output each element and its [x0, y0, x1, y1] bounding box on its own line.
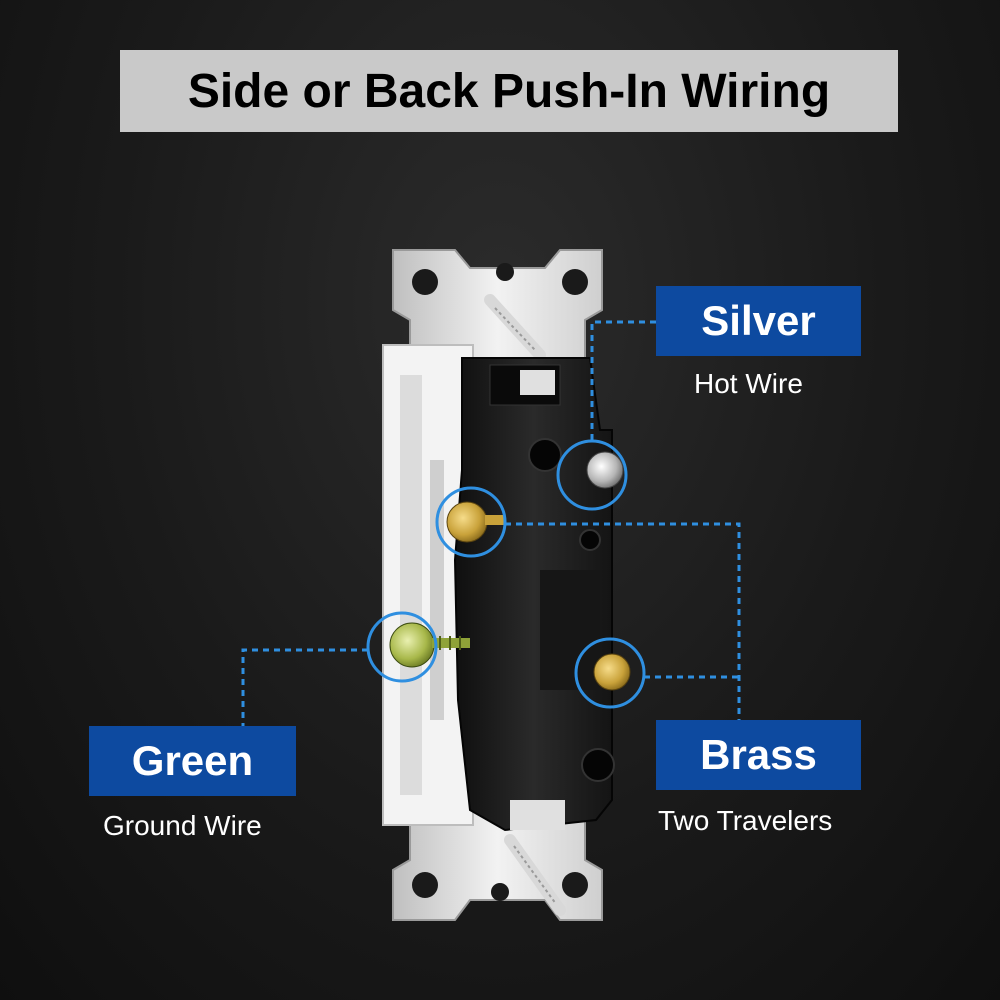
- silver-label: Silver: [656, 286, 861, 356]
- brass-terminal-screw-upper-icon: [446, 501, 488, 543]
- brass-label: Brass: [656, 720, 861, 790]
- mounting-screw-bottom: [504, 834, 566, 916]
- green-label: Green: [89, 726, 296, 796]
- ground-callout-circle: [366, 611, 438, 683]
- mounting-screw-top: [484, 294, 546, 361]
- silver-description: Hot Wire: [694, 368, 803, 399]
- brass-lower-callout-circle: [574, 637, 646, 709]
- switch-body: [453, 357, 615, 832]
- brass-description: Two Travelers: [658, 805, 833, 836]
- silver-leader-line: [590, 320, 656, 441]
- ground-leader-line: [241, 648, 368, 726]
- ground-screw-threads: [432, 636, 470, 650]
- brass-terminal-screw-lower-icon: [593, 653, 631, 691]
- title-banner: Side or Back Push-In Wiring: [120, 50, 898, 132]
- brass-leader-line-upper: [505, 522, 741, 720]
- page-title: Side or Back Push-In Wiring: [187, 64, 831, 118]
- silver-terminal-screw-icon: [586, 451, 624, 489]
- brass-upper-callout-circle: [435, 486, 507, 558]
- ground-screw-icon: [389, 622, 435, 668]
- green-description: Ground Wire: [103, 810, 262, 841]
- silver-callout-circle: [556, 439, 628, 511]
- toggle-housing: [382, 344, 474, 826]
